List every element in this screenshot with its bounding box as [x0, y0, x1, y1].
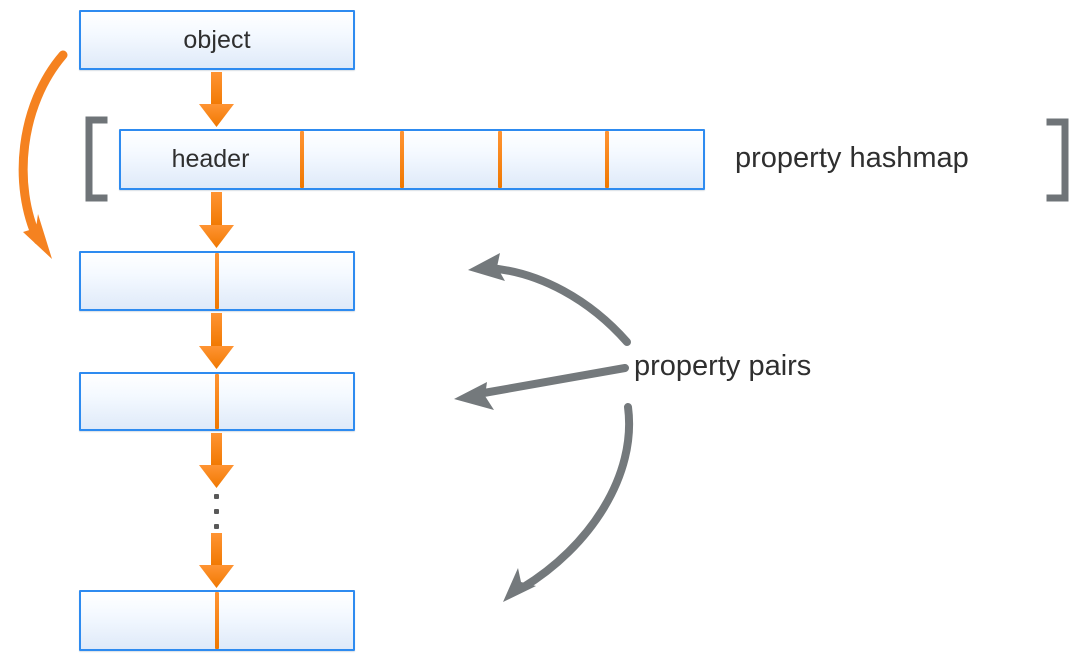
property-pairs-arrows	[454, 253, 634, 602]
hashmap-slot-tick-2	[400, 131, 404, 188]
pair-divider-2	[215, 374, 219, 429]
pair-divider-n	[215, 592, 219, 649]
hashmap-slot-tick-3	[498, 131, 502, 188]
left-bracket	[85, 116, 108, 202]
pair-divider-1	[215, 253, 219, 309]
right-bracket	[1046, 118, 1069, 202]
object-box[interactable]: object	[79, 10, 355, 70]
ellipsis-dot-1	[214, 494, 219, 499]
hashmap-slot-tick-4	[605, 131, 609, 188]
ellipsis-dot-3	[214, 524, 219, 529]
header-cell-label: header	[171, 145, 250, 173]
property-hashmap-label: property hashmap	[735, 142, 969, 174]
object-back-reference-arrow	[18, 50, 68, 259]
hashmap-slot-tick-1	[300, 131, 304, 188]
ellipsis-dot-2	[214, 509, 219, 514]
object-box-label: object	[183, 25, 251, 54]
property-pairs-label: property pairs	[634, 350, 812, 382]
